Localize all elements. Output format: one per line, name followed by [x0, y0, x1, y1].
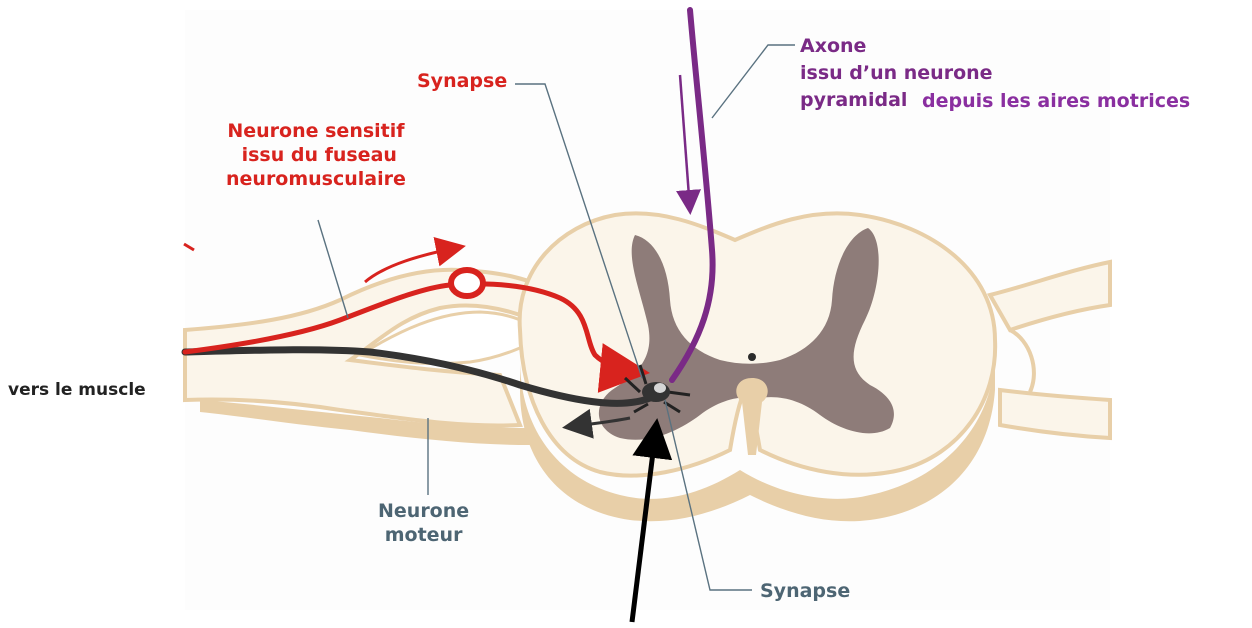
dorsal-ganglion-cell-body: [451, 270, 483, 296]
sensory-neuron-label: Neurone sensitif issu du fuseau neuromus…: [226, 120, 406, 191]
synapse-top-label: Synapse: [417, 70, 507, 94]
to-muscle-label: vers le muscle: [8, 380, 146, 401]
axon-origin-label: issu d’un neurone: [800, 62, 993, 86]
pyramidal-label: pyramidal: [800, 89, 907, 113]
axon-label: Axone: [800, 35, 866, 59]
motor-areas-label: depuis les aires motrices: [922, 90, 1190, 114]
synapse-bottom-label: Synapse: [760, 580, 850, 604]
motor-neuron-label: Neurone moteur: [378, 500, 469, 548]
